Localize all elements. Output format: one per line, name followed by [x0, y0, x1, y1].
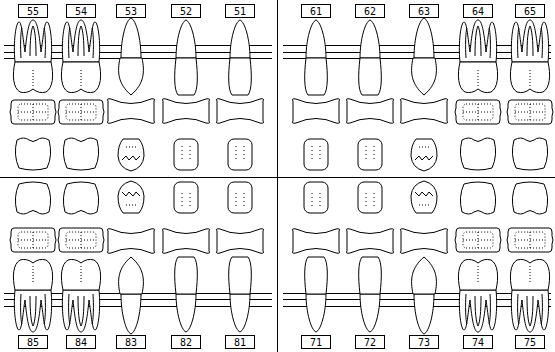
tooth-number-box: 75	[515, 335, 545, 349]
tooth-number-box: 61	[301, 4, 331, 18]
tooth-number: 82	[180, 337, 192, 348]
tooth-number-box: 63	[409, 4, 439, 18]
upper-teeth	[10, 18, 553, 171]
tooth-number: 72	[364, 337, 376, 348]
tooth-number: 75	[524, 337, 536, 348]
tooth-number: 51	[234, 6, 246, 17]
tooth-number-box: 71	[301, 335, 331, 349]
tooth-number: 65	[524, 6, 536, 17]
tooth-number-box: 65	[515, 4, 545, 18]
tooth-number: 83	[125, 337, 137, 348]
tooth-number: 61	[310, 6, 322, 17]
tooth-number: 74	[472, 337, 484, 348]
tooth-number: 53	[125, 6, 137, 17]
tooth-number: 54	[75, 6, 87, 17]
tooth-number: 71	[310, 337, 322, 348]
tooth-number-box: 84	[66, 335, 96, 349]
tooth-number-box: 64	[463, 4, 493, 18]
tooth-number: 64	[472, 6, 484, 17]
tooth-number-box: 74	[463, 335, 493, 349]
tooth-number-box: 62	[355, 4, 385, 18]
tooth-number-box: 73	[409, 335, 439, 349]
tooth-number: 81	[234, 337, 246, 348]
tooth-number: 55	[27, 6, 39, 17]
tooth-number-box: 54	[66, 4, 96, 18]
tooth-number: 52	[180, 6, 192, 17]
tooth-number: 85	[27, 337, 39, 348]
tooth-number-box: 52	[171, 4, 201, 18]
tooth-number-box: 85	[18, 335, 48, 349]
tooth-number: 73	[418, 337, 430, 348]
tooth-number-box: 51	[225, 4, 255, 18]
tooth-number-box: 72	[355, 335, 385, 349]
tooth-number-box: 83	[116, 335, 146, 349]
tooth-number-box: 81	[225, 335, 255, 349]
tooth-number-box: 82	[171, 335, 201, 349]
tooth-number-box: 53	[116, 4, 146, 18]
tooth-number: 62	[364, 6, 376, 17]
tooth-number: 63	[418, 6, 430, 17]
tooth-number: 84	[75, 337, 87, 348]
lower-teeth	[10, 181, 553, 334]
tooth-number-box: 55	[18, 4, 48, 18]
